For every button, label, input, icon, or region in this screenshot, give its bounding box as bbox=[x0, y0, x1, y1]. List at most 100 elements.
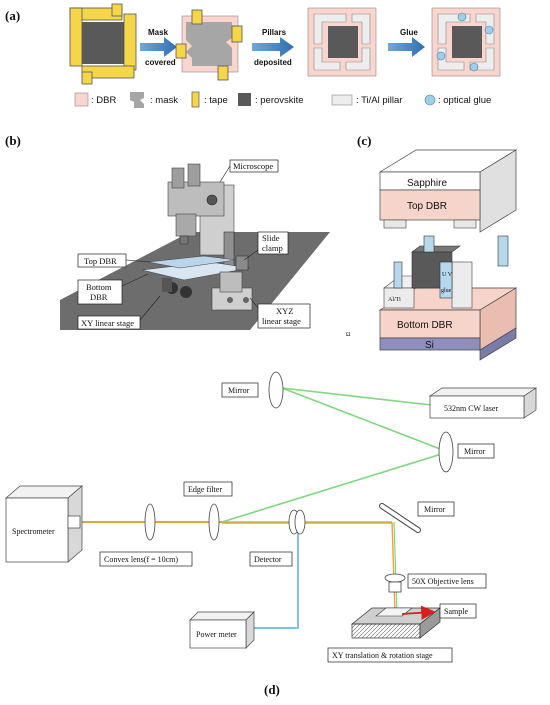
green-beam bbox=[281, 387, 449, 453]
legend: : DBR : mask : tape : perovskite : Ti/Al… bbox=[74, 91, 491, 108]
mirror-top: Mirror bbox=[221, 371, 284, 409]
panel-d-label: (d) bbox=[264, 682, 280, 697]
legend-dbr: : DBR bbox=[91, 95, 116, 106]
slide-clamp-label-1: Slide bbox=[262, 233, 280, 243]
label-microscope: Microscope bbox=[219, 159, 279, 183]
perovskite-square bbox=[328, 26, 358, 58]
legend-swatch-glue bbox=[424, 94, 436, 106]
mirror-lower-label: Mirror bbox=[424, 505, 446, 514]
power-meter-label: Power meter bbox=[196, 630, 237, 639]
arrow1-label-line1: Mask bbox=[148, 28, 169, 37]
power-meter: Power meter bbox=[189, 611, 255, 649]
green-beam bbox=[281, 387, 441, 407]
green-beam bbox=[393, 521, 398, 613]
arrow2-label-line2: deposited bbox=[254, 58, 292, 67]
tape-right bbox=[123, 13, 137, 71]
mirror-lower: Mirror bbox=[379, 501, 455, 533]
blue-arrow-icon bbox=[252, 37, 294, 57]
pillar-l bbox=[345, 47, 371, 71]
xyz-stage bbox=[211, 271, 253, 311]
glue-dot bbox=[469, 62, 479, 72]
si-label: Si bbox=[425, 340, 434, 351]
microscope-label: Microscope bbox=[233, 161, 273, 171]
stray-mark: Ω bbox=[346, 332, 351, 338]
panel-d: Mirror 532nm CW laser Mirror Spectromete… bbox=[5, 371, 538, 697]
pillar-l bbox=[351, 13, 371, 45]
red-arrow-icon bbox=[401, 605, 436, 620]
legend-swatch-pillar bbox=[331, 94, 353, 106]
pillar-l bbox=[475, 13, 495, 45]
legend-swatch-mask bbox=[130, 92, 144, 108]
mirror-icon bbox=[268, 371, 284, 409]
step4-sample bbox=[431, 7, 501, 77]
arrow-pillars-deposited: Pillars deposited bbox=[252, 28, 294, 67]
bottom-dbr-layer bbox=[379, 309, 481, 339]
panel-b-label: (b) bbox=[5, 133, 21, 148]
bottom-dbr-label: Bottom DBR bbox=[397, 320, 453, 331]
pillar-l bbox=[437, 47, 465, 71]
pillar-l bbox=[437, 13, 471, 45]
tape-piece bbox=[175, 43, 187, 59]
blue-arrow-icon bbox=[140, 37, 177, 57]
blue-arrow-icon bbox=[388, 37, 425, 57]
panel-c: (c) Sapphire Top DBR Bottom DBR Si Al/Ti… bbox=[357, 133, 518, 361]
uv-glue-block bbox=[423, 235, 435, 253]
filter-icon bbox=[208, 503, 220, 541]
convex-lens-label: Convex lens(f = 10cm) bbox=[104, 555, 178, 564]
label-xy-stage: XY linear stage bbox=[77, 295, 161, 330]
xyz-stage-label-2: linear stage bbox=[262, 316, 301, 326]
dbr-stage bbox=[141, 255, 251, 298]
green-beam bbox=[221, 451, 449, 523]
mirror-right: Mirror bbox=[438, 431, 495, 473]
spectrometer-label: Spectrometer bbox=[12, 527, 55, 536]
slide-clamp-label-2: clamp bbox=[262, 243, 283, 253]
stage-label: XY translation & rotation stage bbox=[332, 651, 433, 660]
label-slide-clamp: Slide clamp bbox=[243, 231, 289, 261]
arrow-glue: Glue bbox=[388, 28, 425, 57]
uv-glue-block bbox=[497, 235, 509, 267]
bottom-dbr-label-1: Bottom bbox=[86, 282, 112, 292]
legend-swatch-tape bbox=[191, 91, 200, 108]
convex-lens: Convex lens(f = 10cm) bbox=[99, 503, 193, 567]
pillar-l bbox=[313, 47, 341, 71]
objective-icon bbox=[384, 573, 406, 583]
legend-perovskite: : perovskite bbox=[255, 95, 304, 106]
laser: 532nm CW laser bbox=[428, 387, 538, 419]
mirror-icon bbox=[380, 504, 420, 532]
legend-swatch-perovskite bbox=[238, 93, 251, 106]
arrow1-label-line2: covered bbox=[145, 58, 176, 67]
mirror-right-label: Mirror bbox=[464, 447, 486, 456]
label-top-dbr: Top DBR bbox=[77, 253, 151, 268]
legend-pillar: : Ti/Al pillar bbox=[356, 95, 402, 106]
detector: Detector bbox=[249, 509, 306, 567]
sapphire-label: Sapphire bbox=[407, 178, 447, 189]
edge-filter: Edge filter bbox=[183, 481, 233, 541]
mirror-icon bbox=[438, 431, 454, 473]
objective-label: 50X Objective lens bbox=[412, 577, 474, 586]
legend-mask: : mask bbox=[150, 95, 178, 106]
tape-tab-bottom bbox=[81, 71, 93, 85]
top-dbr-label: Top DBR bbox=[407, 201, 447, 212]
step2-sample bbox=[175, 9, 243, 81]
si-layer bbox=[379, 337, 481, 351]
panel-c-label: (c) bbox=[357, 133, 371, 148]
uv-glue-label: U V bbox=[442, 272, 453, 278]
blue-beam bbox=[246, 522, 299, 629]
legend-swatch-dbr bbox=[74, 92, 89, 107]
step3-sample bbox=[307, 7, 377, 77]
top-dbr-layer bbox=[379, 189, 481, 221]
sample-label: Sample bbox=[444, 607, 468, 616]
uv-glue-small-label: glue bbox=[441, 288, 452, 294]
pillar-block bbox=[451, 261, 473, 309]
laser-label: 532nm CW laser bbox=[444, 404, 498, 413]
mask-shape bbox=[186, 22, 232, 66]
xy-stage: Sample XY translation & rotation stage bbox=[327, 603, 477, 663]
glue-dot bbox=[457, 12, 467, 22]
legend-tape: : tape bbox=[204, 95, 228, 106]
mirror-top-label: Mirror bbox=[228, 386, 250, 395]
tape-piece bbox=[191, 9, 203, 25]
bottom-dbr-label-2: DBR bbox=[90, 292, 108, 302]
detector-label: Detector bbox=[254, 555, 282, 564]
top-dbr-label: Top DBR bbox=[84, 256, 117, 266]
glue-dot bbox=[436, 51, 446, 61]
